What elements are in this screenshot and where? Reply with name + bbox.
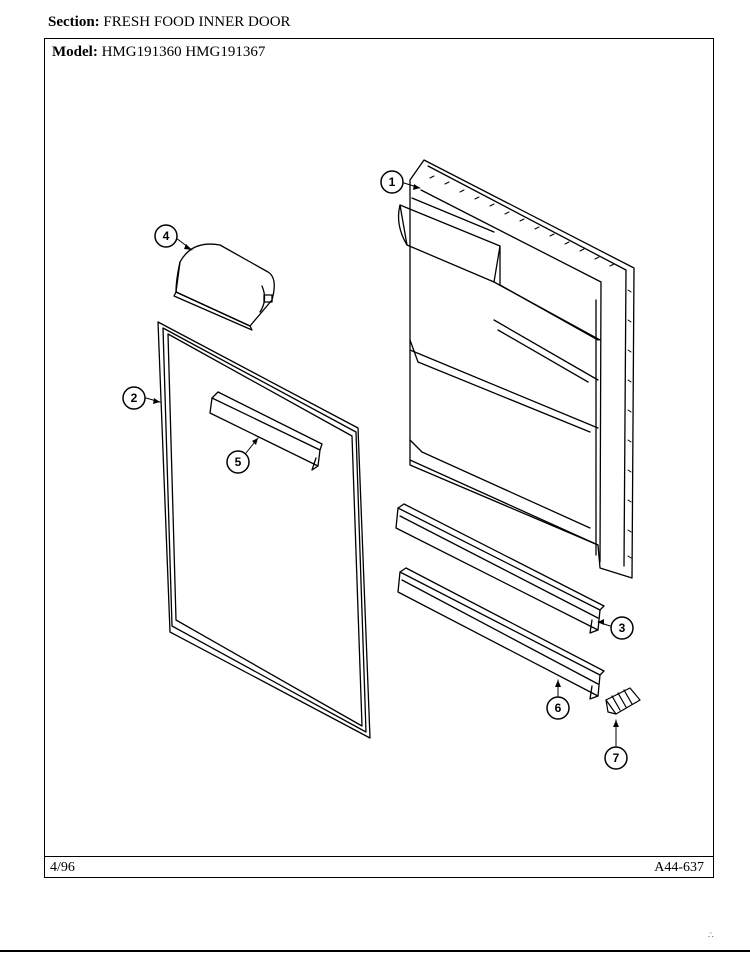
callout-4: 4	[154, 224, 178, 248]
trim-strip-lower	[397, 567, 605, 700]
callout-7: 7	[604, 746, 628, 770]
callout-2-label: 2	[131, 391, 138, 405]
footer-date: 4/96	[50, 860, 75, 875]
callout-5-label: 5	[235, 455, 242, 469]
leader-arrows	[153, 184, 619, 727]
door-gasket	[157, 321, 371, 739]
callout-3: 3	[610, 616, 634, 640]
section-header: Section: FRESH FOOD INNER DOOR	[48, 14, 291, 31]
footer-code: A44-637	[654, 860, 704, 875]
callout-7-label: 7	[613, 751, 620, 765]
end-cap	[605, 687, 641, 715]
callout-6-label: 6	[555, 701, 562, 715]
inner-door-liner	[397, 159, 635, 579]
model-value: HMG191360 HMG191367	[101, 44, 266, 60]
callout-6: 6	[546, 696, 570, 720]
bin-cover	[173, 243, 275, 331]
page-bottom-rule	[0, 950, 750, 952]
callout-4-label: 4	[163, 229, 170, 243]
leader-lines	[145, 182, 617, 747]
callout-5: 5	[226, 450, 250, 474]
footer-rule	[44, 856, 714, 857]
callout-2: 2	[122, 386, 146, 410]
model-label: Model:	[52, 44, 98, 60]
model-header: Model: HMG191360 HMG191367	[52, 44, 265, 61]
callout-3-label: 3	[619, 621, 626, 635]
trim-strip-upper	[395, 503, 605, 634]
section-label: Section:	[48, 14, 100, 30]
section-value: FRESH FOOD INNER DOOR	[103, 14, 291, 30]
callout-1-label: 1	[389, 175, 396, 189]
scan-mark-icon: ∴	[708, 930, 714, 940]
retainer-rail-upper	[209, 391, 323, 471]
diagram-frame	[44, 38, 714, 878]
callout-1: 1	[380, 170, 404, 194]
